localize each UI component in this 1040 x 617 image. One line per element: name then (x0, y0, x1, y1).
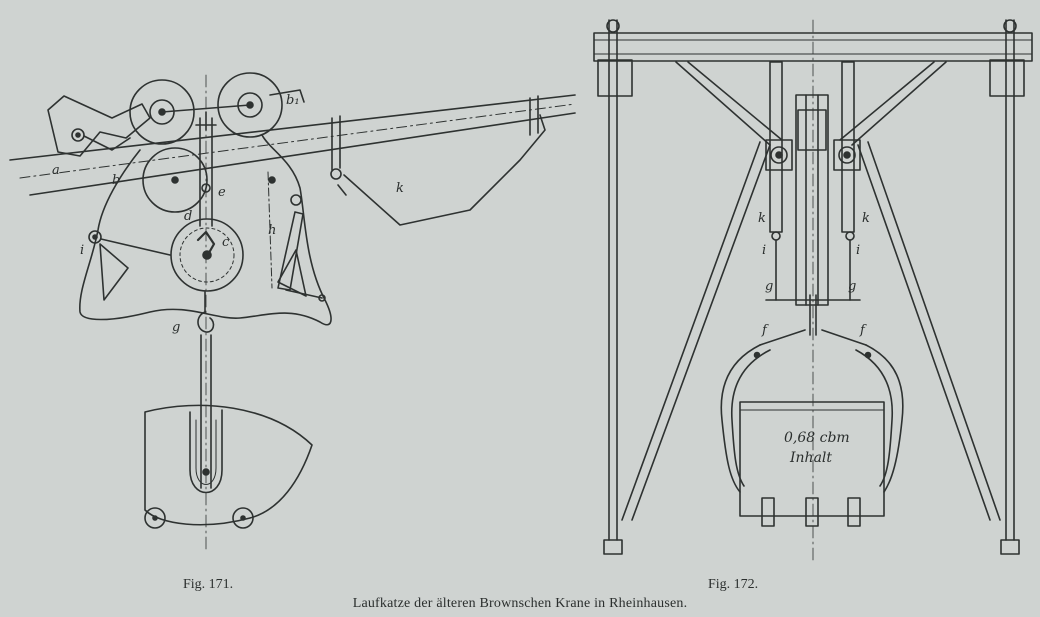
label-g-left: g (765, 279, 773, 294)
bracket-k (331, 115, 341, 171)
fig-171-caption: Fig. 171. (183, 577, 234, 592)
lever-a (47, 95, 151, 157)
label-b: b (112, 173, 120, 188)
wheel-left (129, 79, 195, 145)
wheel-rear (232, 507, 254, 529)
label-c: c (222, 235, 230, 250)
pulley-right (833, 139, 861, 171)
fig-172-caption: Fig. 172. (708, 577, 759, 592)
label-i: i (80, 243, 84, 258)
label-k: k (396, 181, 404, 196)
label-i-left: i (762, 243, 766, 258)
label-e: e (218, 185, 226, 200)
fig-171-drawing (9, 72, 576, 551)
drum-c (170, 218, 244, 292)
wheel-front (144, 507, 166, 529)
label-d: d (184, 209, 192, 224)
label-b1: b₁ (286, 93, 300, 108)
pulley-left (765, 139, 793, 171)
rail-lower (29, 112, 576, 196)
pin-i (88, 230, 102, 244)
fig-172-labels: k k i i g g f f (758, 211, 870, 338)
bucket-side-view (144, 404, 313, 526)
wheel-right (217, 72, 283, 138)
rail-mid-dashed (19, 103, 576, 179)
top-beam (593, 32, 1033, 62)
label-h: h (268, 223, 276, 238)
label-g-right: g (848, 279, 856, 294)
trolley-frame (79, 134, 332, 326)
bucket-frame (720, 344, 904, 493)
label-f-left: f (761, 323, 769, 338)
label-a: a (52, 163, 60, 178)
lever-h (277, 211, 304, 291)
hook (197, 311, 215, 333)
label-k-left: k (758, 211, 766, 226)
pivot-a (71, 128, 85, 142)
bucket-volume-note: 0,68 cbm Inhalt (784, 430, 850, 466)
wheel-b (142, 147, 208, 213)
rail-upper (9, 94, 576, 161)
fig-172-drawing (593, 19, 1033, 561)
label-k-right: k (862, 211, 870, 226)
label-g: g (172, 320, 180, 335)
label-i-right: i (856, 243, 860, 258)
fig-171-labels: a b b₁ c d e g h i k (52, 93, 404, 335)
volume-line-1: 0,68 cbm (784, 430, 850, 446)
bucket-box (739, 401, 885, 517)
label-f-right: f (859, 323, 867, 338)
plate-caption: Laufkatze der älteren Brownschen Krane i… (352, 596, 688, 611)
volume-line-2: Inhalt (789, 450, 832, 466)
